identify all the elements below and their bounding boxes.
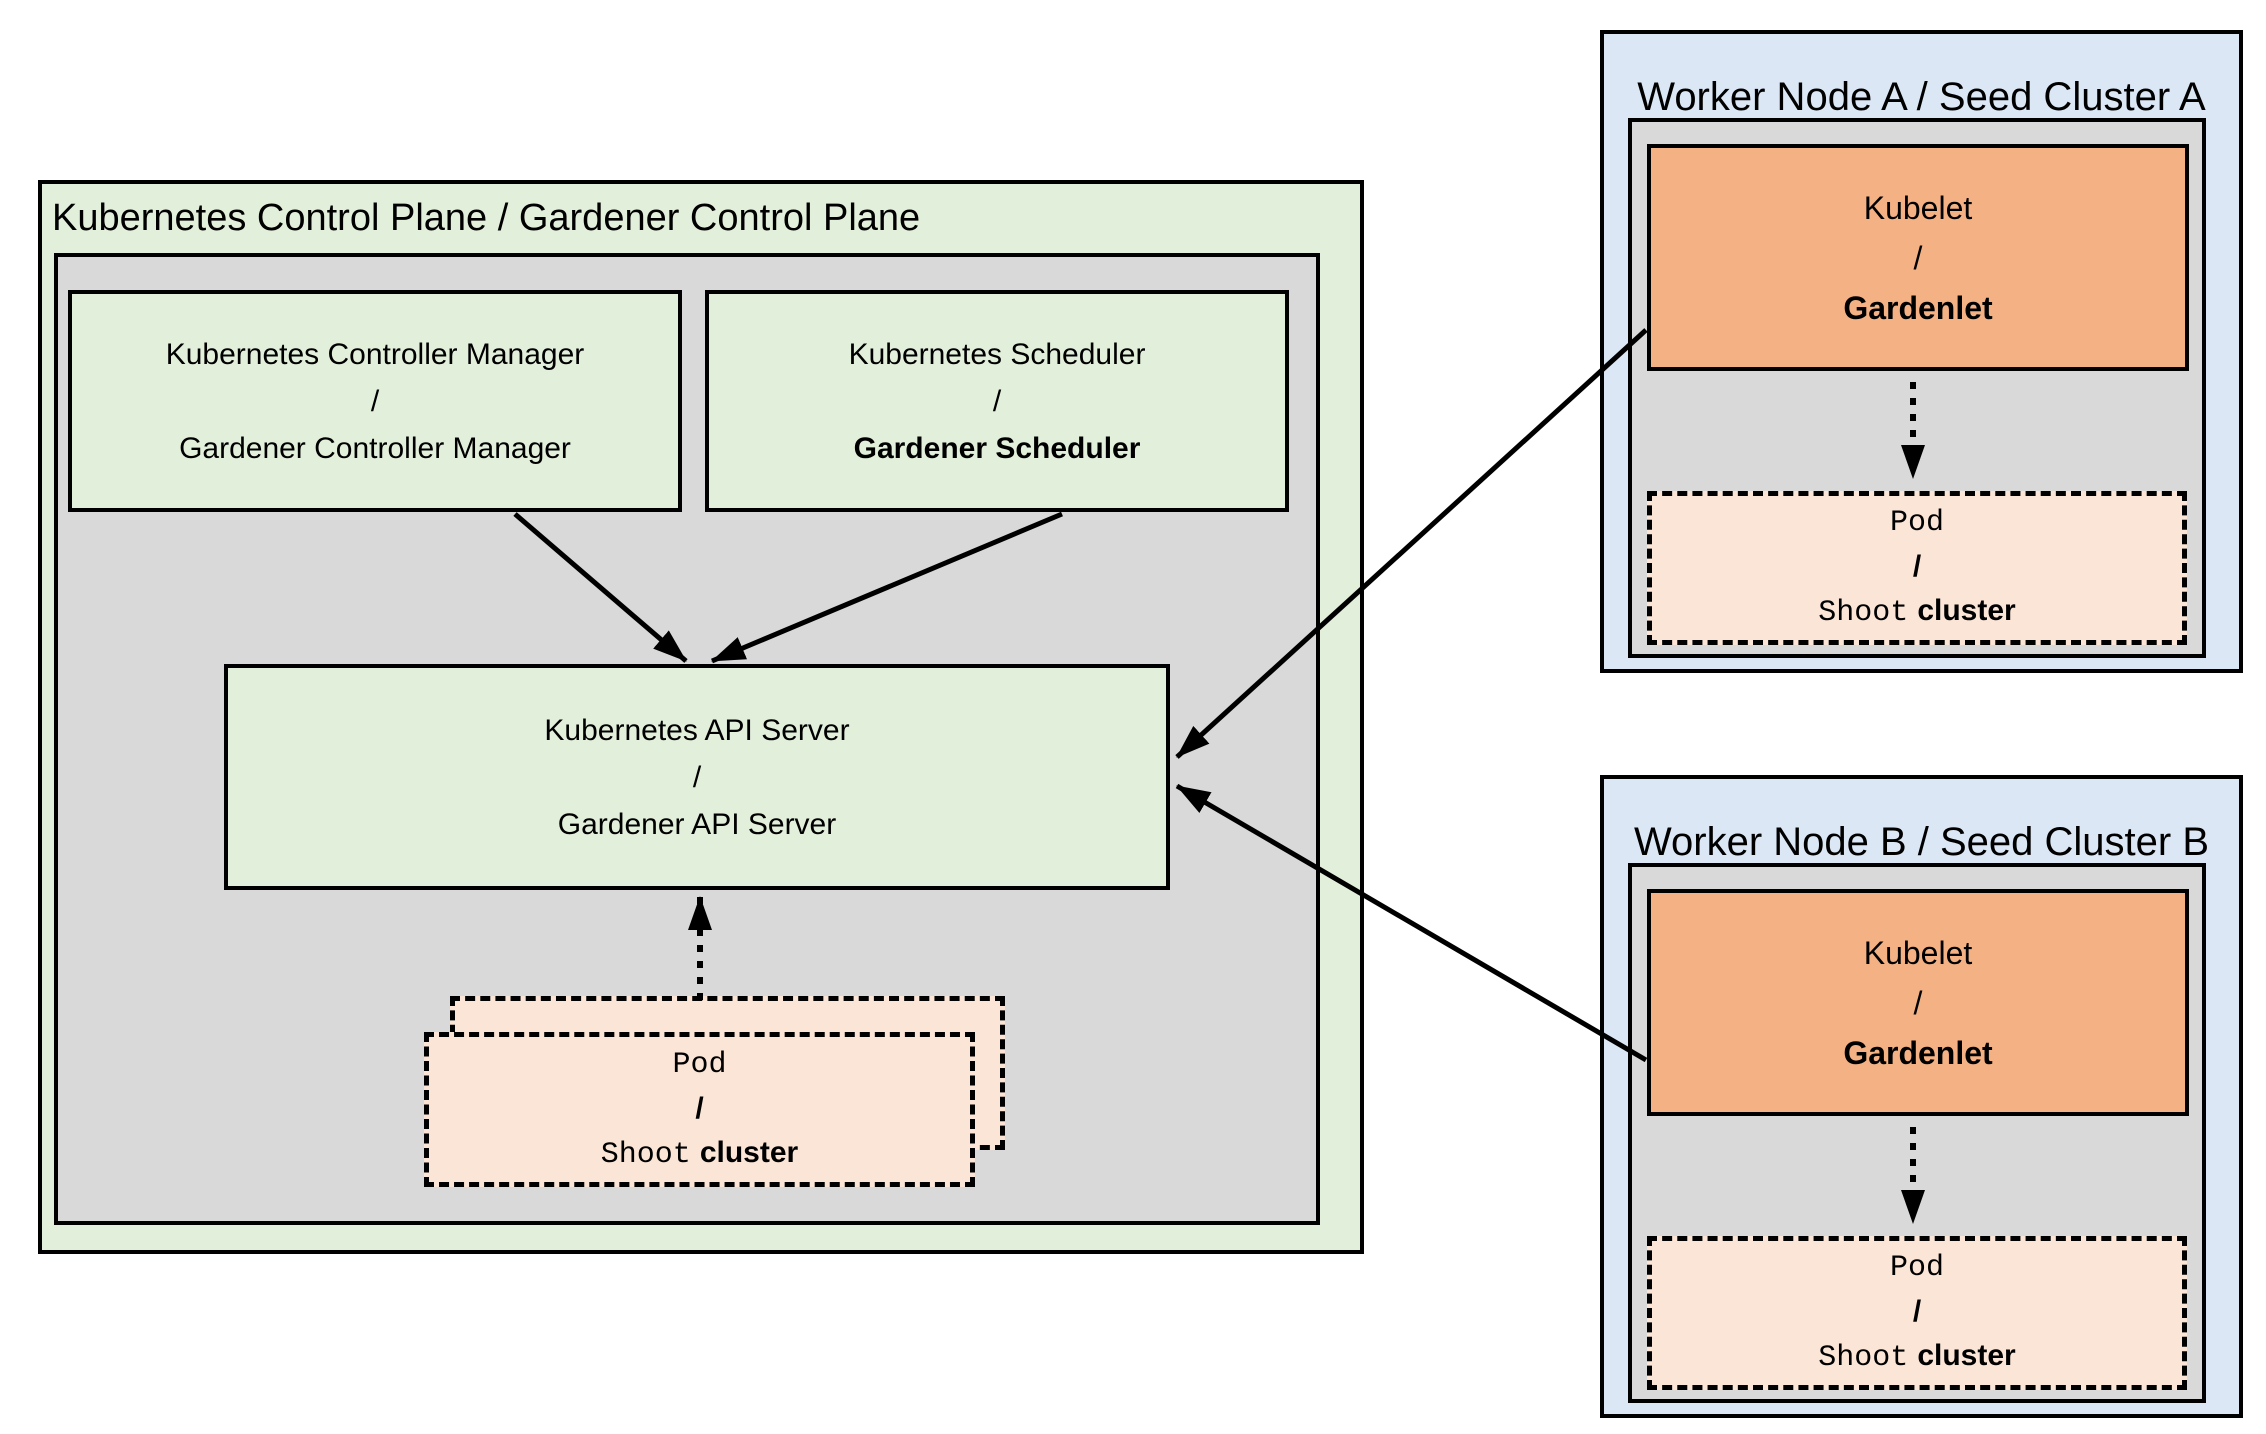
api-server-line1: Kubernetes API Server (544, 713, 850, 747)
kubelet-b-line2: Gardenlet (1843, 1034, 1993, 1071)
pod-a-shoot-text: Shoot (1818, 596, 1909, 630)
scheduler-line1: Kubernetes Scheduler (848, 337, 1146, 371)
pod-separator: / (695, 1091, 704, 1125)
api-server-line2: Gardener API Server (557, 807, 837, 841)
api-server-box: Kubernetes API Server / Gardener API Ser… (224, 664, 1170, 890)
control-plane-title: Kubernetes Control Plane / Gardener Cont… (52, 197, 921, 239)
pod-b-separator: / (1912, 1295, 1922, 1328)
kubelet-a-line1: Kubelet (1863, 189, 1973, 226)
worker-node-b-box: Worker Node B / Seed Cluster B Kubelet /… (1600, 775, 2243, 1418)
kubelet-gardenlet-box-a: Kubelet / Gardenlet (1647, 144, 2189, 371)
scheduler-box: Kubernetes Scheduler / Gardener Schedule… (705, 290, 1289, 512)
pod-shoot-text: Shoot (600, 1137, 691, 1172)
scheduler-separator: / (992, 384, 1002, 418)
controller-manager-separator: / (370, 384, 380, 418)
pod-a-line1: Pod (1889, 506, 1944, 540)
pod-b-shoot-text: Shoot (1818, 1341, 1909, 1375)
kubelet-b-separator: / (1913, 984, 1923, 1021)
pod-line1: Pod (672, 1047, 727, 1082)
kubelet-gardenlet-box-b: Kubelet / Gardenlet (1647, 889, 2189, 1116)
pod-b-cluster-text: cluster (1917, 1339, 2016, 1372)
pod-a-separator: / (1912, 550, 1922, 583)
worker-node-a-box: Worker Node A / Seed Cluster A Kubelet /… (1600, 30, 2243, 673)
pod-a-cluster-text: cluster (1917, 594, 2016, 627)
controller-manager-box: Kubernetes Controller Manager / Gardener… (68, 290, 682, 512)
kubelet-b-line1: Kubelet (1863, 934, 1973, 971)
kubelet-a-separator: / (1913, 239, 1923, 276)
pod-b-line1: Pod (1889, 1251, 1944, 1285)
kubelet-a-line2: Gardenlet (1843, 289, 1993, 326)
controller-manager-line2: Gardener Controller Manager (179, 431, 571, 465)
worker-node-a-title: Worker Node A / Seed Cluster A (1637, 75, 2206, 119)
worker-node-b-title: Worker Node B / Seed Cluster B (1633, 820, 2210, 864)
pod-cluster-text: cluster (699, 1135, 799, 1169)
controller-manager-line1: Kubernetes Controller Manager (165, 337, 585, 371)
api-server-separator: / (692, 760, 702, 794)
scheduler-line2: Gardener Scheduler (853, 431, 1141, 465)
